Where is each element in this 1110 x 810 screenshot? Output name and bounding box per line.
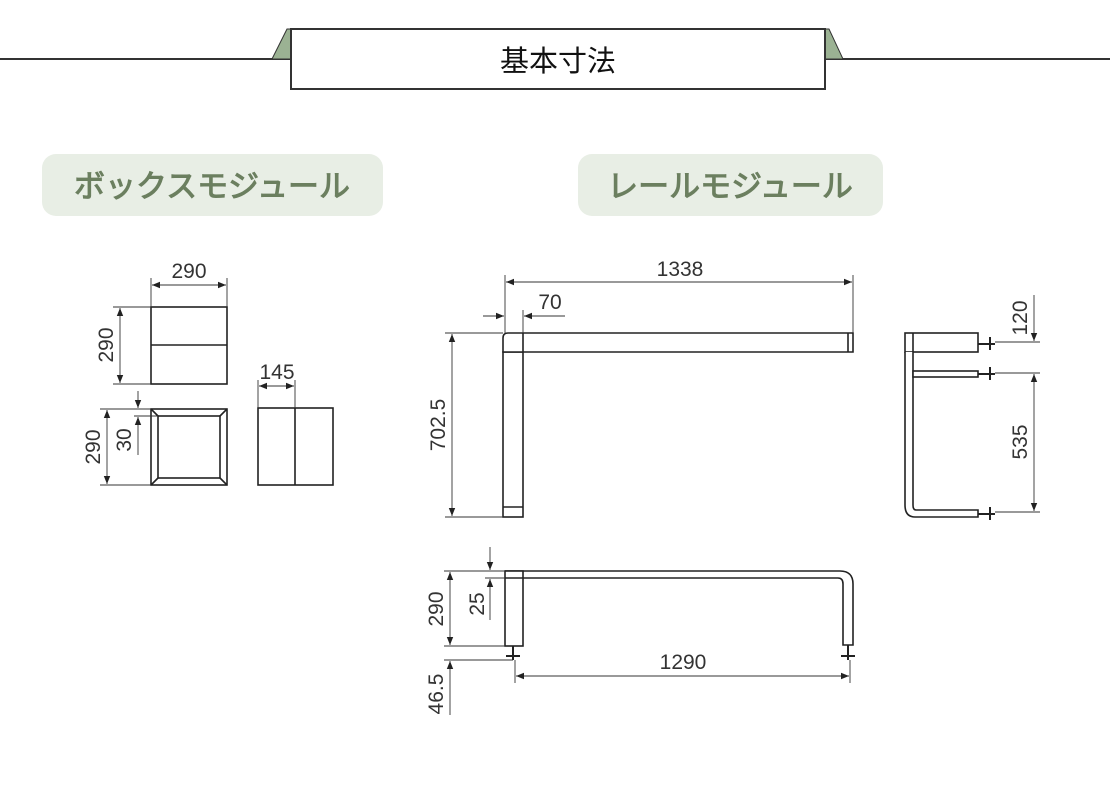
rail-length-label: 1338: [657, 258, 704, 281]
header-banner: 基本寸法: [0, 28, 1110, 90]
page-title: 基本寸法: [500, 44, 616, 78]
box-depth-label: 290: [82, 429, 105, 464]
rail-post-width-label: 70: [538, 291, 561, 314]
rail-top-height-label: 120: [1009, 300, 1032, 335]
rail-depth-label: 702.5: [427, 399, 450, 452]
box-module-label: ボックスモジュール: [74, 169, 350, 205]
rail-front-height-label: 290: [425, 591, 448, 626]
rail-module-label: レールモジュール: [607, 169, 853, 205]
box-half-width-label: 145: [259, 361, 294, 384]
banner-left-tab: [271, 28, 292, 60]
box-module-heading: ボックスモジュール: [42, 154, 383, 216]
banner-right-tab: [824, 28, 844, 60]
rail-top-view: 1338 70 702.5: [427, 258, 854, 518]
rail-span-label: 1290: [660, 651, 707, 674]
box-top-view: 290 30: [82, 391, 228, 486]
box-frame-label: 30: [113, 428, 136, 451]
rail-module-heading: レールモジュール: [578, 154, 883, 216]
rail-mid-height-label: 535: [1009, 424, 1032, 459]
box-side-view: 145: [257, 361, 334, 486]
rail-side-view: 120 535: [904, 295, 1040, 520]
box-width-label: 290: [171, 260, 206, 283]
rail-bolt-label: 46.5: [425, 674, 448, 715]
rail-top-thickness-label: 25: [466, 592, 489, 615]
box-height-label: 290: [95, 327, 118, 362]
rail-front-view: 290 46.5 25 1290: [425, 547, 855, 715]
box-front-view: 290 290: [95, 260, 228, 385]
